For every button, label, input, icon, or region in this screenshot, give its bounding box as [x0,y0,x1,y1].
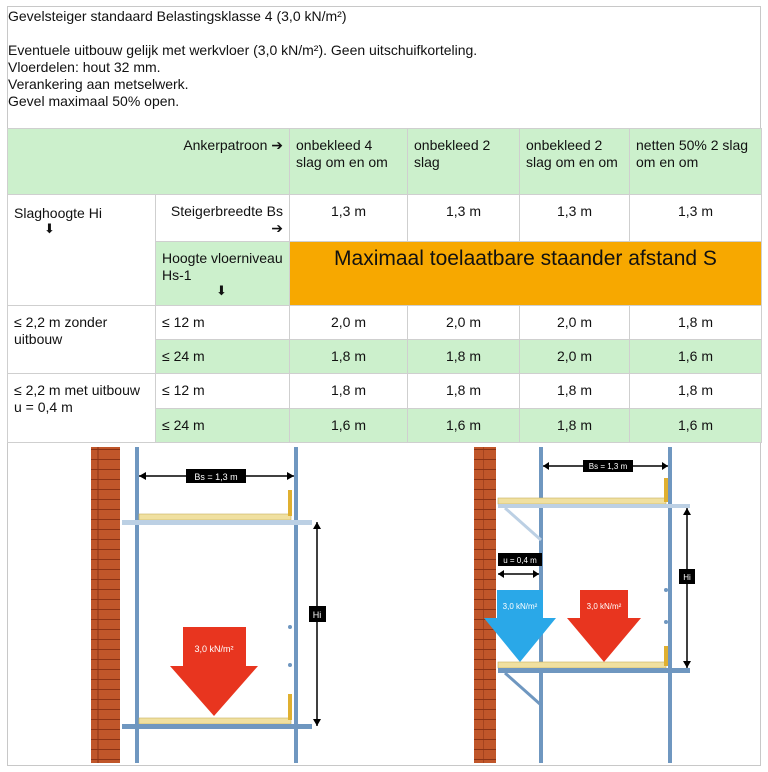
pattern-1: onbekleed 4 slag om en om [289,128,408,195]
pattern-row: Ankerpatroon ➔ onbekleed 4 slag om en om… [7,128,762,195]
upper-ledger [122,520,312,525]
ankerpatroon-text: Ankerpatroon ➔ [183,137,283,153]
page-title: Gevelsteiger standaard Belastingsklasse … [8,8,347,24]
pattern-4: netten 50% 2 slag om en om [629,128,762,195]
max-staander-afstand-banner: Maximaal toelaatbare staander afstand S [289,241,762,306]
bracket-strut [504,671,542,707]
load-label-red: 3,0 kN/m² [587,602,622,611]
coupler [664,620,668,624]
upper-ledger [498,504,690,508]
table-row: ≤ 24 m 1,8 m 1,8 m 2,0 m 1,6 m [8,339,762,374]
header-line-4: Gevel maximaal 50% open. [8,93,180,109]
hoogte-value: ≤ 24 m [155,408,290,443]
pattern-2: onbekleed 2 slag [407,128,520,195]
u-label: u = 0,4 m [503,556,537,565]
table-cell: 2,0 m [289,305,408,340]
right-diagram: Bs = 1,3 m u = 0,4 m Hi 3,0 kN/m² 3,0 kN… [474,447,695,763]
table-cell: 1,6 m [629,339,762,374]
table-cell: 1,8 m [629,373,762,409]
bs-label-box [583,460,633,472]
header-line-1: Eventuele uitbouw gelijk met werkvloer (… [8,42,478,58]
down-arrow-icon: ⬇ [44,221,55,236]
hi-label-box [309,606,326,622]
table-cell: 1,8 m [519,373,630,409]
header: Gevelsteiger standaard Belastingsklasse … [8,8,758,110]
header-line-3: Verankering aan metselwerk. [8,76,189,92]
outer-standard [668,447,672,763]
bracket-strut [504,506,542,542]
upper-platform [138,513,292,521]
table-row: ≤ 2,2 m zonder uitbouw ≤ 12 m 2,0 m 2,0 … [7,305,762,374]
toe-board [288,490,292,516]
brick-wall [474,447,496,763]
load-label: 3,0 kN/m² [194,644,233,654]
load-arrow-icon [170,627,258,716]
table-cell: 1,8 m [289,339,408,374]
width-4: 1,3 m [629,194,762,242]
bs-label: Bs = 1,3 m [589,462,628,471]
hoogte-value: ≤ 12 m [155,305,290,340]
table-cell: 1,6 m [629,408,762,443]
coupler [288,663,292,667]
hi-label: Hi [683,573,691,582]
lower-platform [497,661,667,669]
table-cell: 2,0 m [519,339,630,374]
table-cell: 1,8 m [407,373,520,409]
toe-board [288,694,292,720]
hoogte-row: Hoogte vloerniveau Hs-1 ⬇ Maximaal toela… [8,241,762,306]
header-line-2: Vloerdelen: hout 32 mm. [8,59,161,75]
load-arrow-blue-icon [484,590,556,662]
load-arrow-red-icon [567,590,641,662]
hi-label-box [679,569,695,584]
table-row: ≤ 24 m 1,6 m 1,6 m 1,8 m 1,6 m [8,408,762,443]
width-2: 1,3 m [407,194,520,242]
down-arrow-icon: ⬇ [216,283,227,298]
load-table: Ankerpatroon ➔ onbekleed 4 slag om en om… [7,128,762,443]
brick-wall [91,447,120,763]
table-cell: 1,6 m [407,408,520,443]
lower-ledger [498,668,690,673]
coupler [664,588,668,592]
group-2-label-u: u = 0,4 m [14,399,73,415]
left-diagram: Bs = 1,3 m Hi 3,0 kN/m² [91,447,326,763]
slaghoogte-label: Slaghoogte Hi [14,205,102,221]
bs-label-box [186,469,246,483]
outer-standard [294,447,298,763]
group-2-label: ≤ 2,2 m met uitbouw u = 0,4 m [7,373,156,443]
lower-ledger [122,724,312,729]
table-cell: 1,8 m [519,408,630,443]
toe-board [664,646,668,666]
hi-label: Hi [313,610,322,620]
coupler [288,625,292,629]
toe-board [664,478,668,502]
hoogte-value: ≤ 24 m [155,339,290,374]
inner-standard [135,447,139,763]
lower-platform [138,717,292,725]
slaghoogte-cell: Slaghoogte Hi ⬇ [7,194,156,306]
width-3: 1,3 m [519,194,630,242]
pattern-3: onbekleed 2 slag om en om [519,128,630,195]
u-label-box [498,553,542,566]
load-label-blue: 3,0 kN/m² [503,602,538,611]
group-2-label-text: ≤ 2,2 m met uitbouw [14,382,140,398]
upper-platform [497,497,667,505]
bs-label: Bs = 1,3 m [194,472,237,482]
hoogte-label: Hoogte vloerniveau Hs-1 [162,250,283,283]
group-1-label: ≤ 2,2 m zonder uitbouw [7,305,156,374]
